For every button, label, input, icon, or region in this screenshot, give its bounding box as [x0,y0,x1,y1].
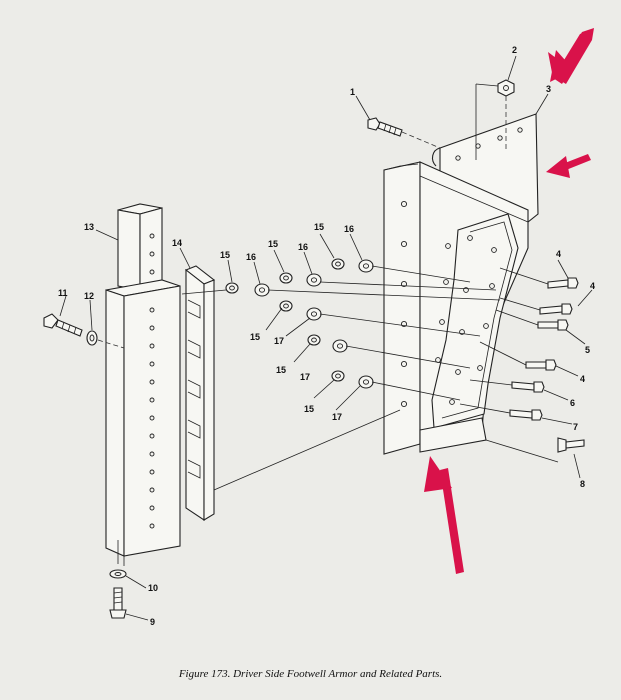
spacer-bar [184,265,216,522]
bolt-5 [537,319,569,331]
bolt-part-1 [367,117,403,137]
footwell-armor-plate [383,113,539,455]
callout-12: 12 [84,291,94,301]
bolt-part-11 [43,313,83,337]
callout-8: 8 [580,479,585,489]
bolt-4-mid [539,303,573,315]
callout-11: 11 [58,288,68,298]
callout-7: 7 [573,422,578,432]
nut-part-2 [497,79,515,97]
red-arrow-middle-head-icon [546,156,570,178]
washer-part-10 [109,569,127,579]
red-arrow-top-head-icon [550,50,574,82]
leader-lines [59,55,593,621]
callout-15-f: 15 [304,404,314,414]
highlight-arrows [424,28,594,574]
post-holes [149,233,155,529]
callout-4-top: 4 [556,249,561,259]
red-arrow-bottom-head-icon [424,456,452,492]
bolt-4-low [525,359,557,371]
right-side-bolts [509,277,585,453]
callout-1: 1 [350,87,355,97]
callout-16-a: 16 [246,252,256,262]
callout-15-d: 15 [250,332,260,342]
callout-4-mid: 4 [590,281,595,291]
alignment-lines [181,265,501,491]
bolt-6 [511,381,545,393]
callout-4-low: 4 [580,374,585,384]
callout-15-e: 15 [276,365,286,375]
bolt-7 [509,409,543,421]
callout-17-b: 17 [300,372,310,382]
hardware-washers-nuts [225,258,374,389]
bolt-part-9 [109,587,127,619]
callout-6: 6 [570,398,575,408]
vertical-post [105,203,181,566]
bolt-alignment-lines [459,267,559,463]
callout-labels: 1 2 3 4 4 4 5 6 7 8 9 10 11 12 13 14 15 … [58,45,595,627]
callout-9: 9 [150,617,155,627]
callout-2: 2 [512,45,517,55]
callout-15-c: 15 [314,222,324,232]
callout-17-a: 17 [274,336,284,346]
washer-part-12 [86,330,98,346]
callout-14: 14 [172,238,182,248]
callout-17-c: 17 [332,412,342,422]
callout-15-a: 15 [220,250,230,260]
bolt-4-top [547,277,579,289]
callout-3: 3 [546,84,551,94]
figure-caption: Figure 173. Driver Side Footwell Armor a… [178,668,443,680]
bolt-8 [557,437,585,453]
callout-10: 10 [148,583,158,593]
callout-15-b: 15 [268,239,278,249]
callout-16-b: 16 [298,242,308,252]
callout-13: 13 [84,222,94,232]
callout-5: 5 [585,345,590,355]
red-arrow-bottom-icon [440,468,464,574]
callout-16-c: 16 [344,224,354,234]
